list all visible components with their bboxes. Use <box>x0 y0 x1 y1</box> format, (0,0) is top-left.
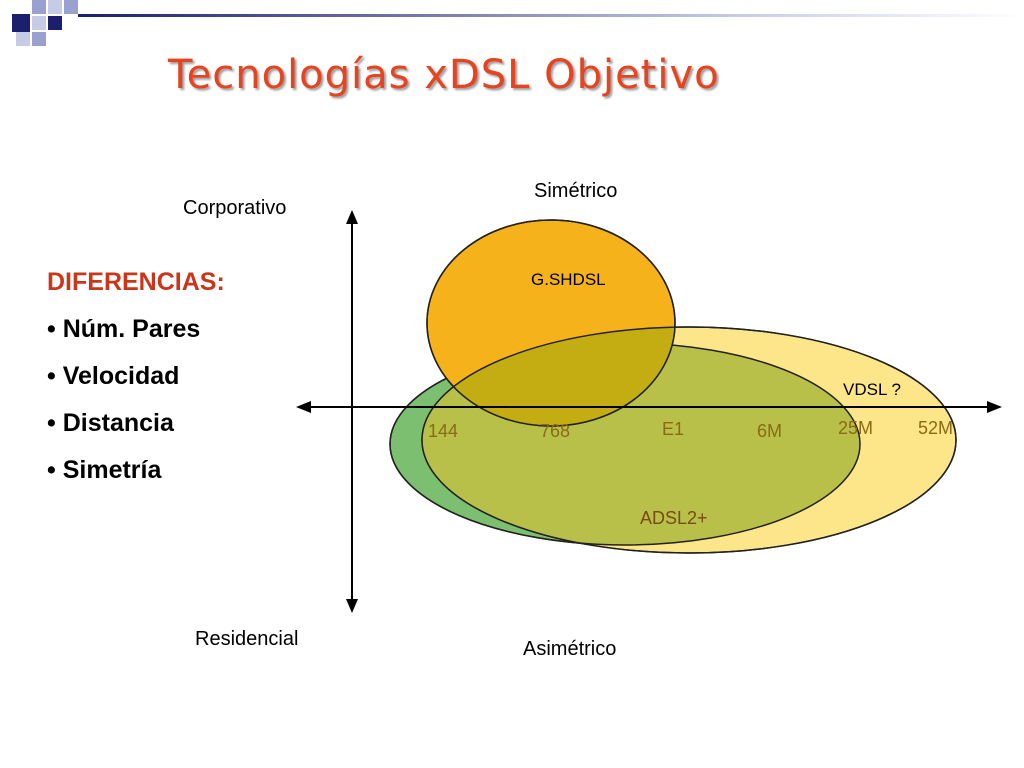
differences-list: DIFERENCIAS: • Núm. Pares • Velocidad • … <box>47 268 225 503</box>
header-gradient-bar <box>78 14 1024 17</box>
differences-heading: DIFERENCIAS: <box>47 268 225 296</box>
bullet-icon: • <box>47 456 56 484</box>
list-item: • Distancia <box>47 409 225 438</box>
corner-square-8 <box>64 0 78 14</box>
corner-square-5 <box>48 16 62 30</box>
bullet-icon: • <box>47 409 56 437</box>
down-arrow-icon <box>346 599 358 613</box>
vdsl-outline <box>421 326 957 554</box>
list-item-label: Simetría <box>62 456 162 484</box>
list-item: • Velocidad <box>47 362 225 391</box>
label-gshdsl: G.SHDSL <box>531 270 606 289</box>
corner-square-7 <box>16 32 30 46</box>
bullet-icon: • <box>47 315 56 343</box>
list-item: • Núm. Pares <box>47 315 225 344</box>
list-item-label: Distancia <box>62 409 174 437</box>
label-residencial: Residencial <box>195 628 299 650</box>
left-arrow-icon <box>296 401 311 413</box>
corner-square-3 <box>48 0 62 14</box>
list-item-label: Núm. Pares <box>62 315 201 343</box>
label-corporativo: Corporativo <box>183 197 287 219</box>
label-asimetrico: Asimétrico <box>523 638 617 660</box>
corner-square-6 <box>32 32 46 46</box>
corner-square-1 <box>12 14 30 32</box>
speed-label-6m: 6M <box>757 421 783 441</box>
label-vdsl: VDSL ? <box>843 380 901 399</box>
speed-label-52m: 52M <box>918 418 954 438</box>
right-arrow-icon <box>987 401 1002 413</box>
label-simetrico: Simétrico <box>534 180 618 202</box>
page-title: Tecnologías xDSL Objetivo <box>168 52 720 98</box>
gshdsl-overlap <box>427 327 675 426</box>
speed-label-144: 144 <box>428 421 459 441</box>
gshdsl-outline <box>426 219 676 427</box>
speed-label-e1: E1 <box>662 419 685 439</box>
bullet-icon: • <box>47 362 56 390</box>
speed-label-768: 768 <box>540 421 571 441</box>
list-item-label: Velocidad <box>62 362 180 390</box>
up-arrow-icon <box>346 210 358 224</box>
corner-square-2 <box>32 0 46 14</box>
corner-decoration <box>0 0 1024 60</box>
corner-square-4 <box>32 16 46 30</box>
list-item: • Simetría <box>47 456 225 485</box>
speed-label-25m: 25M <box>838 418 874 438</box>
label-adsl2: ADSL2+ <box>640 508 708 528</box>
